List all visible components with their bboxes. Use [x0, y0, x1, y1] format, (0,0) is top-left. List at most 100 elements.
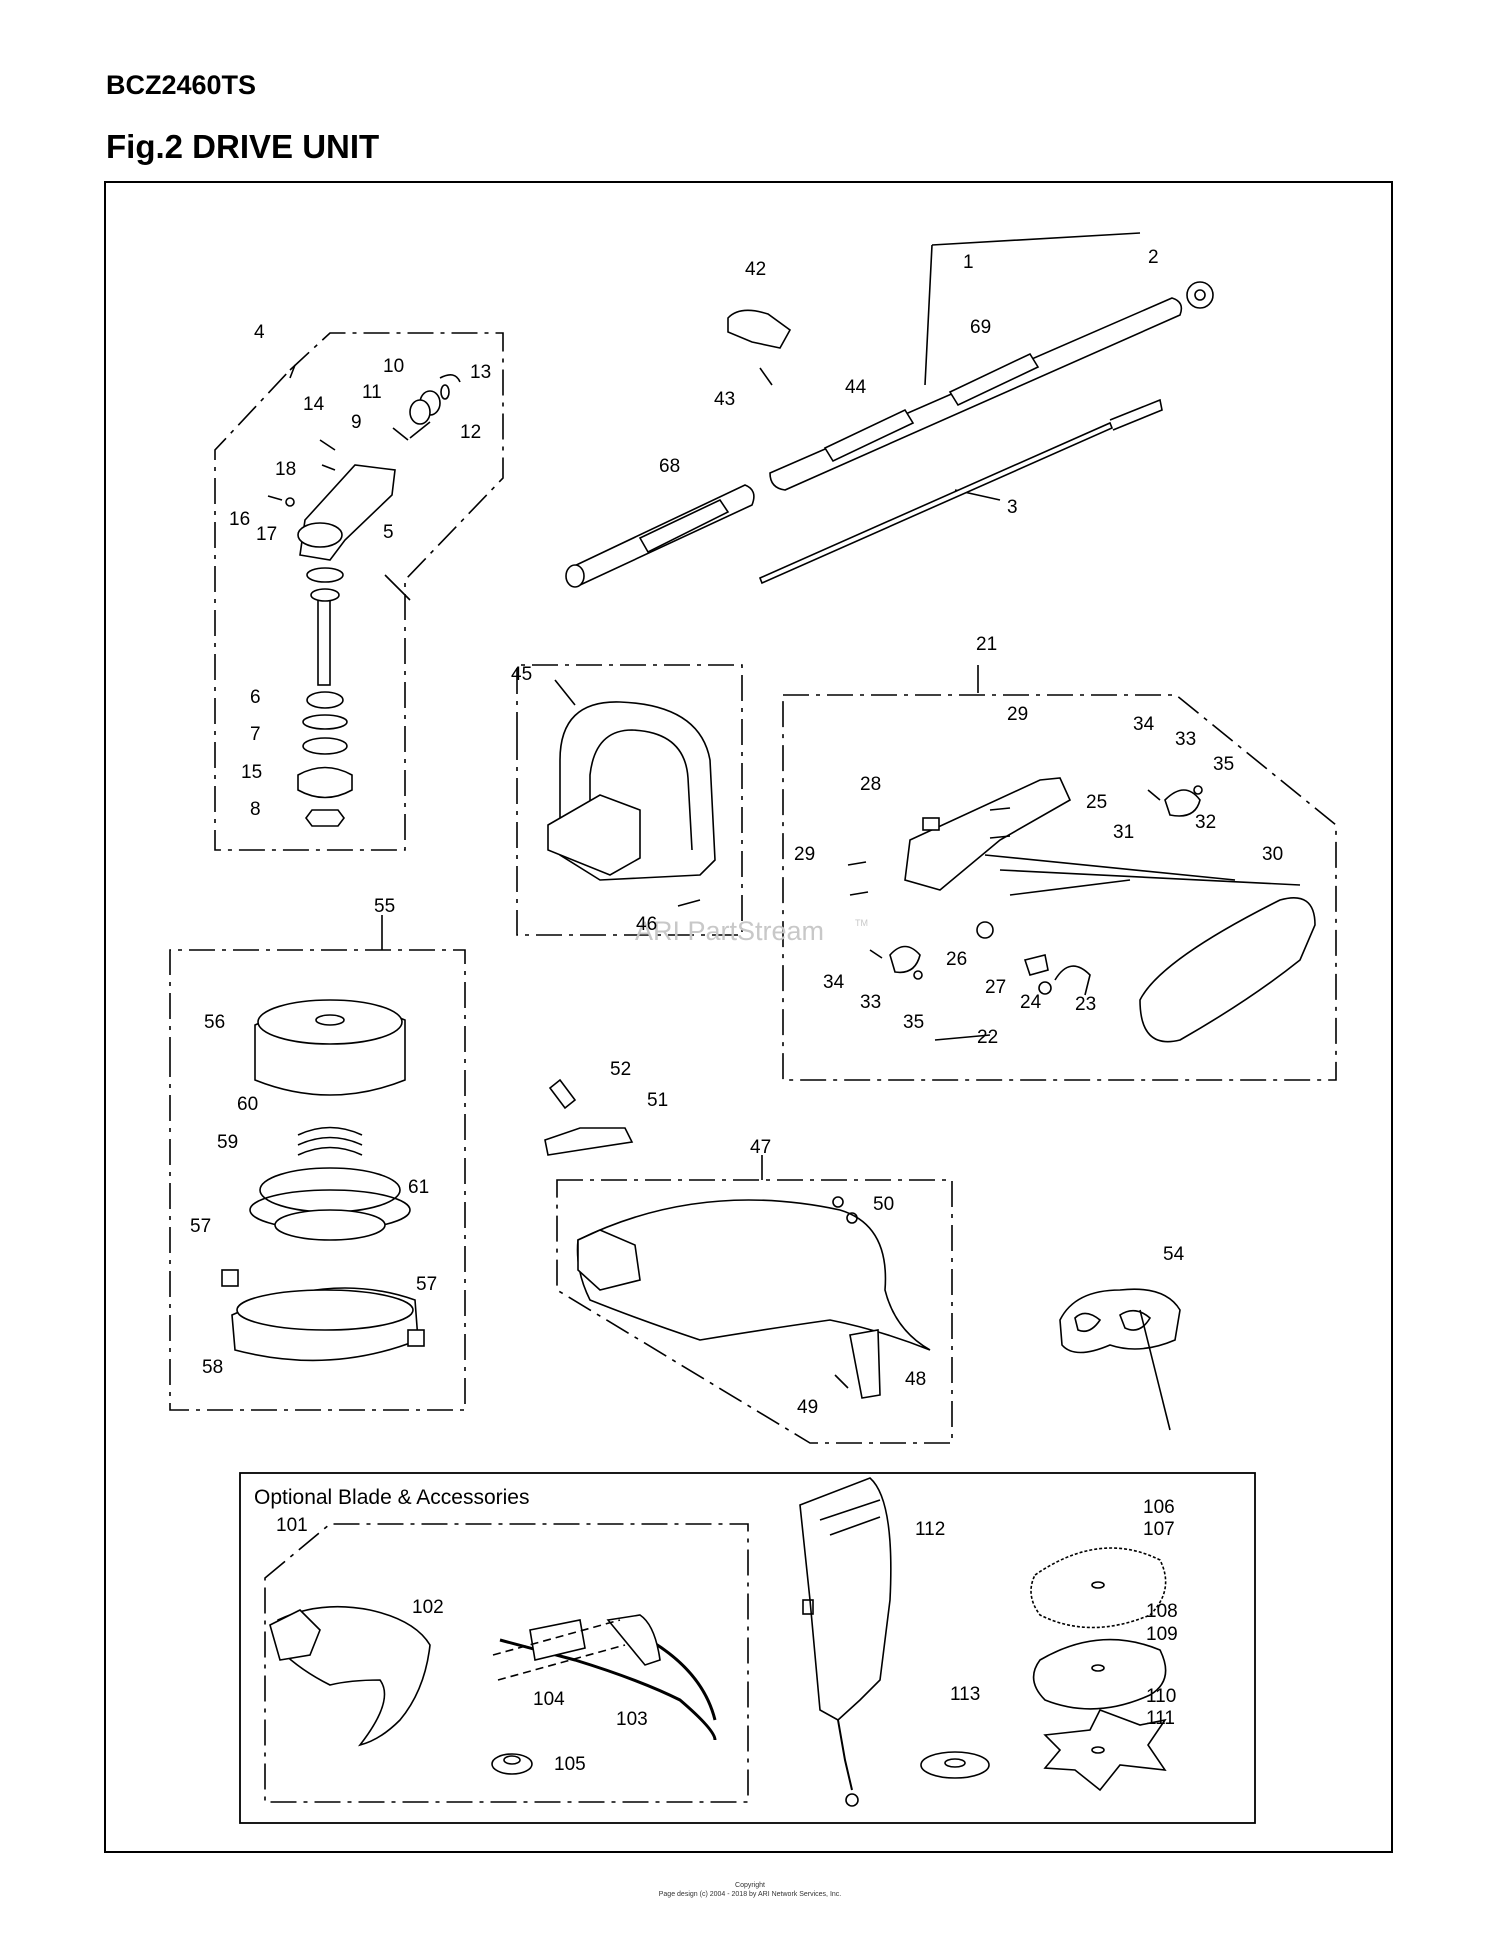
callout: 106: [1143, 1497, 1175, 1518]
group-101-outline: [264, 1523, 749, 1803]
bolt-34-top: [1147, 789, 1161, 801]
callout: 42: [745, 259, 766, 280]
screw-29d: [849, 891, 869, 896]
callout: 21: [976, 634, 997, 655]
callout: 35: [903, 1012, 924, 1033]
callout: 57: [416, 1274, 437, 1295]
callout: 10: [383, 356, 404, 377]
callout: 9: [351, 412, 362, 433]
callout: 27: [985, 977, 1006, 998]
callout: 103: [616, 1709, 648, 1730]
screw-29b: [989, 835, 1011, 839]
drive-shaft: [758, 421, 1114, 585]
callout: 111: [1146, 1708, 1175, 1729]
callout: 16: [229, 509, 250, 530]
nut-8: [305, 809, 345, 827]
handle-clamp-104: [529, 1619, 586, 1661]
guard-102-mount: [269, 1609, 321, 1661]
watermark: ARI PartStream: [635, 916, 824, 946]
callout: 6: [250, 687, 261, 708]
callout: 104: [533, 1689, 565, 1710]
holder-15: [297, 766, 353, 799]
blade-110: [1043, 1708, 1167, 1792]
bolt-18: [321, 464, 336, 471]
callout: 30: [1262, 844, 1283, 865]
throttle-cable: [984, 854, 1301, 886]
ring-6: [302, 714, 348, 730]
callout: 58: [202, 1357, 223, 1378]
grip-sleeve-44: [823, 408, 915, 463]
harness-112: [799, 1477, 892, 1721]
group-4-outline: [214, 332, 504, 851]
callout: 5: [383, 522, 394, 543]
spring-26: [976, 921, 994, 939]
callout: 105: [554, 1754, 586, 1775]
nut-35-top: [1193, 785, 1203, 795]
group-47-outline: [556, 1179, 953, 1444]
callout: 13: [470, 362, 491, 383]
bolt-49: [834, 1374, 849, 1389]
lever-27: [1023, 954, 1049, 976]
leader-22: [934, 1034, 991, 1041]
callout: 60: [237, 1094, 258, 1115]
handle-bracket: [547, 794, 641, 876]
callout: 46: [636, 914, 657, 935]
callout: 3: [1007, 497, 1018, 518]
washer-7: [302, 737, 348, 755]
grip-sleeve-68: [638, 498, 730, 554]
callout: 102: [412, 1597, 444, 1618]
callout: 29: [1007, 704, 1028, 725]
callout: 24: [1020, 992, 1042, 1013]
callout: 15: [241, 762, 262, 783]
bracket-51: [544, 1127, 634, 1156]
bushing-2: [1186, 281, 1214, 309]
footer-copyright: Copyright: [735, 1882, 765, 1889]
screw-29c: [847, 861, 867, 866]
callout: 68: [659, 456, 680, 477]
figure-title: Fig.2 DRIVE UNIT: [106, 128, 380, 165]
callout: 110: [1146, 1686, 1176, 1707]
spring-60: [297, 1126, 363, 1156]
bearing-11: [409, 399, 431, 425]
callout: 18: [275, 459, 296, 480]
callout: 61: [408, 1177, 429, 1198]
washer-17: [285, 497, 295, 507]
callout: 31: [1113, 822, 1134, 843]
bearing-top: [306, 567, 344, 583]
bolt-34-bottom: [869, 949, 883, 959]
washer-113: [920, 1751, 990, 1779]
callout: 108: [1146, 1601, 1178, 1622]
callout: 34: [1133, 714, 1155, 735]
group-55-outline: [169, 949, 466, 1411]
callout: 45: [511, 664, 532, 685]
callout: 12: [460, 422, 481, 443]
goggles-54: [1059, 1288, 1181, 1354]
callout: 35: [1213, 754, 1234, 775]
pin-9: [392, 427, 409, 441]
guard-47: [576, 1199, 931, 1351]
callout: 50: [873, 1194, 894, 1215]
nut-35-bottom: [913, 970, 923, 980]
bolt-46: [677, 899, 701, 907]
callout: 23: [1075, 994, 1096, 1015]
gear-shaft: [317, 599, 331, 686]
leader-1: [924, 232, 1141, 386]
cable-31: [1009, 879, 1131, 896]
callout: 101: [276, 1515, 308, 1536]
group-21-outline: [782, 694, 1337, 1081]
callout: 22: [977, 1027, 998, 1048]
callout: 54: [1163, 1244, 1185, 1265]
callout: 57: [190, 1216, 211, 1237]
model-number: BCZ2460TS: [106, 70, 257, 100]
callout: 56: [204, 1012, 225, 1033]
callout: 1: [963, 252, 974, 273]
blade-108: [1032, 1638, 1167, 1710]
callout: 8: [250, 799, 261, 820]
callout: 33: [860, 992, 881, 1013]
eyelet-57a: [221, 1269, 239, 1287]
callout: 47: [750, 1137, 771, 1158]
watermark-tm: TM: [855, 918, 868, 928]
callout: 112: [915, 1519, 945, 1540]
callout: 52: [610, 1059, 631, 1080]
